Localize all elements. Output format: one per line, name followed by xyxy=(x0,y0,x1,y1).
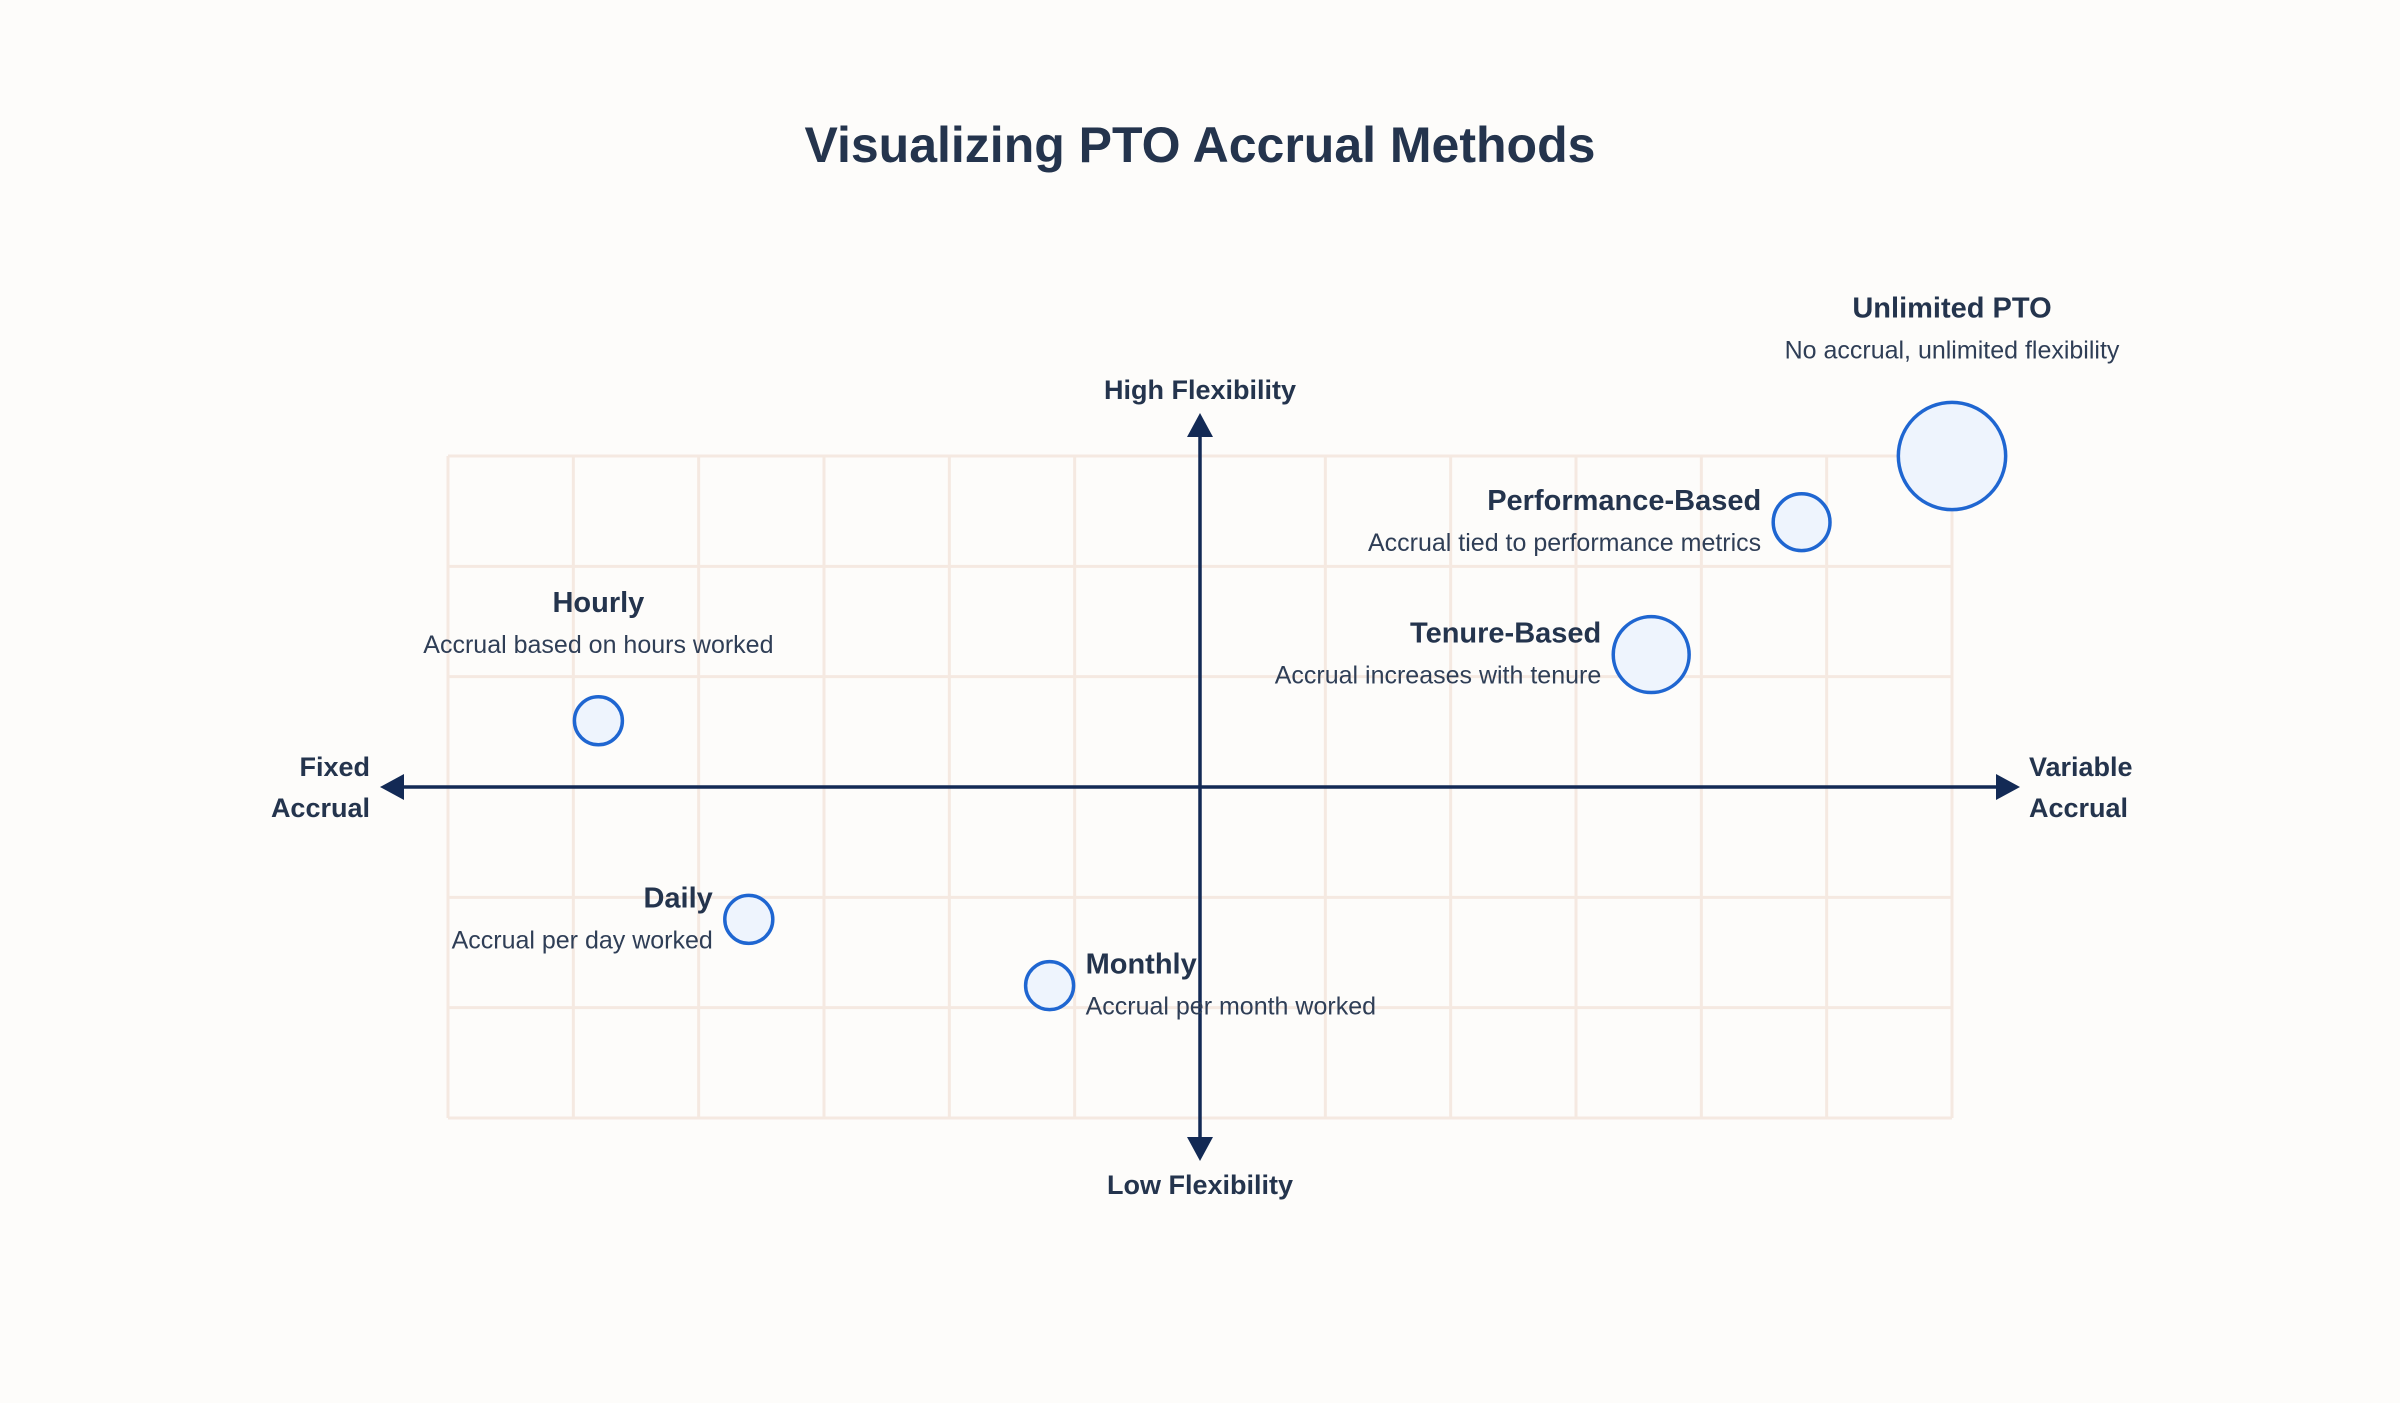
axes: High Flexibility Low Flexibility Fixed A… xyxy=(271,375,2133,1200)
data-point: Unlimited PTO No accrual, unlimited flexi… xyxy=(1785,292,2120,512)
data-point-description: Accrual based on hours worked xyxy=(423,631,773,659)
x-axis-right-arrow xyxy=(1996,774,2020,800)
data-point-bubble xyxy=(1023,959,1076,1012)
data-point-name: Hourly xyxy=(552,587,644,619)
data-point-bubble xyxy=(1896,400,2008,512)
x-axis-variable-label-line2: Accrual xyxy=(2029,793,2128,823)
y-axis-bottom-arrow xyxy=(1187,1137,1213,1161)
data-point-bubble xyxy=(572,695,625,747)
data-point-bubble xyxy=(1611,614,1691,695)
y-axis-low-label: Low Flexibility xyxy=(1107,1170,1293,1200)
data-point-description: Accrual tied to performance metrics xyxy=(1368,529,1761,557)
chart-title: Visualizing PTO Accrual Methods xyxy=(805,117,1596,173)
data-point-bubble xyxy=(1771,492,1832,553)
x-axis-fixed-label-line2: Accrual xyxy=(271,793,370,823)
data-point-description: Accrual increases with tenure xyxy=(1275,662,1602,690)
data-point-name: Unlimited PTO xyxy=(1852,292,2051,324)
x-axis-fixed-label-line1: Fixed xyxy=(299,752,370,782)
x-axis-variable-label-line1: Variable xyxy=(2029,752,2133,782)
x-axis-left-arrow xyxy=(380,774,404,800)
y-axis-high-label: High Flexibility xyxy=(1104,375,1296,405)
y-axis-top-arrow xyxy=(1187,413,1213,437)
data-point-name: Monthly xyxy=(1086,949,1197,981)
data-point-name: Daily xyxy=(643,882,712,914)
data-point-description: Accrual per month worked xyxy=(1086,993,1376,1021)
data-point-name: Tenure-Based xyxy=(1410,618,1601,650)
data-point-description: Accrual per day worked xyxy=(452,926,713,954)
data-point-name: Performance-Based xyxy=(1487,485,1761,517)
data-point-description: No accrual, unlimited flexibility xyxy=(1785,336,2120,364)
data-point-bubble xyxy=(723,893,775,946)
